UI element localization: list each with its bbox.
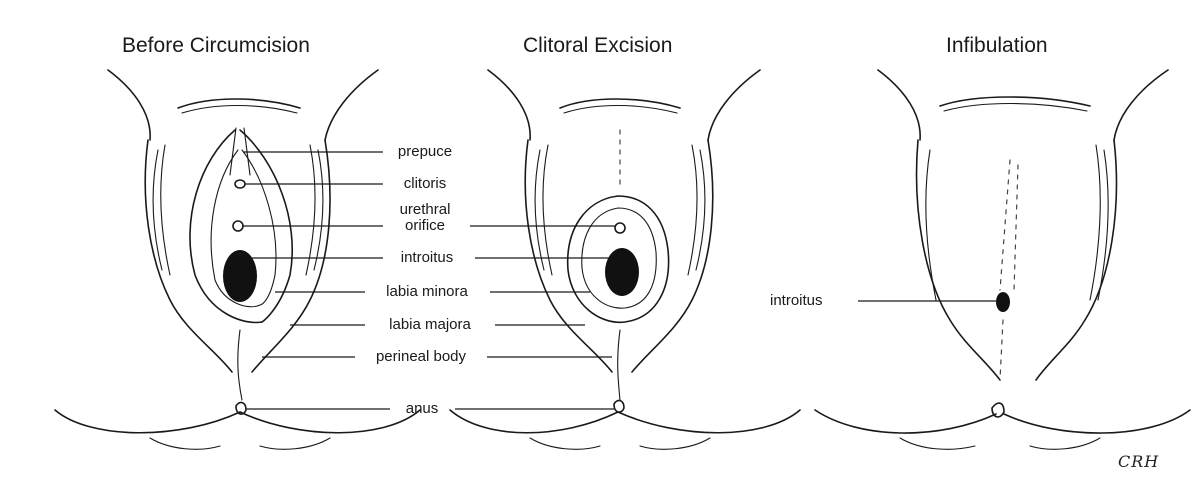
label-labia-majora: labia majora [389,317,471,333]
panel-title-before-circumcision: Before Circumcision [122,34,310,58]
label-infibulation-introitus: introitus [770,293,823,309]
label-orifice: orifice [405,218,445,234]
label-clitoris: clitoris [404,176,447,192]
label-labia-minora: labia minora [386,284,468,300]
panel-title-clitoral-excision: Clitoral Excision [523,34,672,58]
label-introitus: introitus [401,250,454,266]
panel-before-circumcision-drawing [55,70,420,449]
artist-signature: CRH [1118,452,1159,471]
label-urethral: urethral [400,202,451,218]
panel-title-infibulation: Infibulation [946,34,1048,58]
panel-clitoral-excision-drawing [450,70,800,449]
label-prepuce: prepuce [398,144,452,160]
label-anus: anus [406,401,439,417]
panel-infibulation-drawing [815,70,1190,449]
label-perineal-body: perineal body [376,349,466,365]
